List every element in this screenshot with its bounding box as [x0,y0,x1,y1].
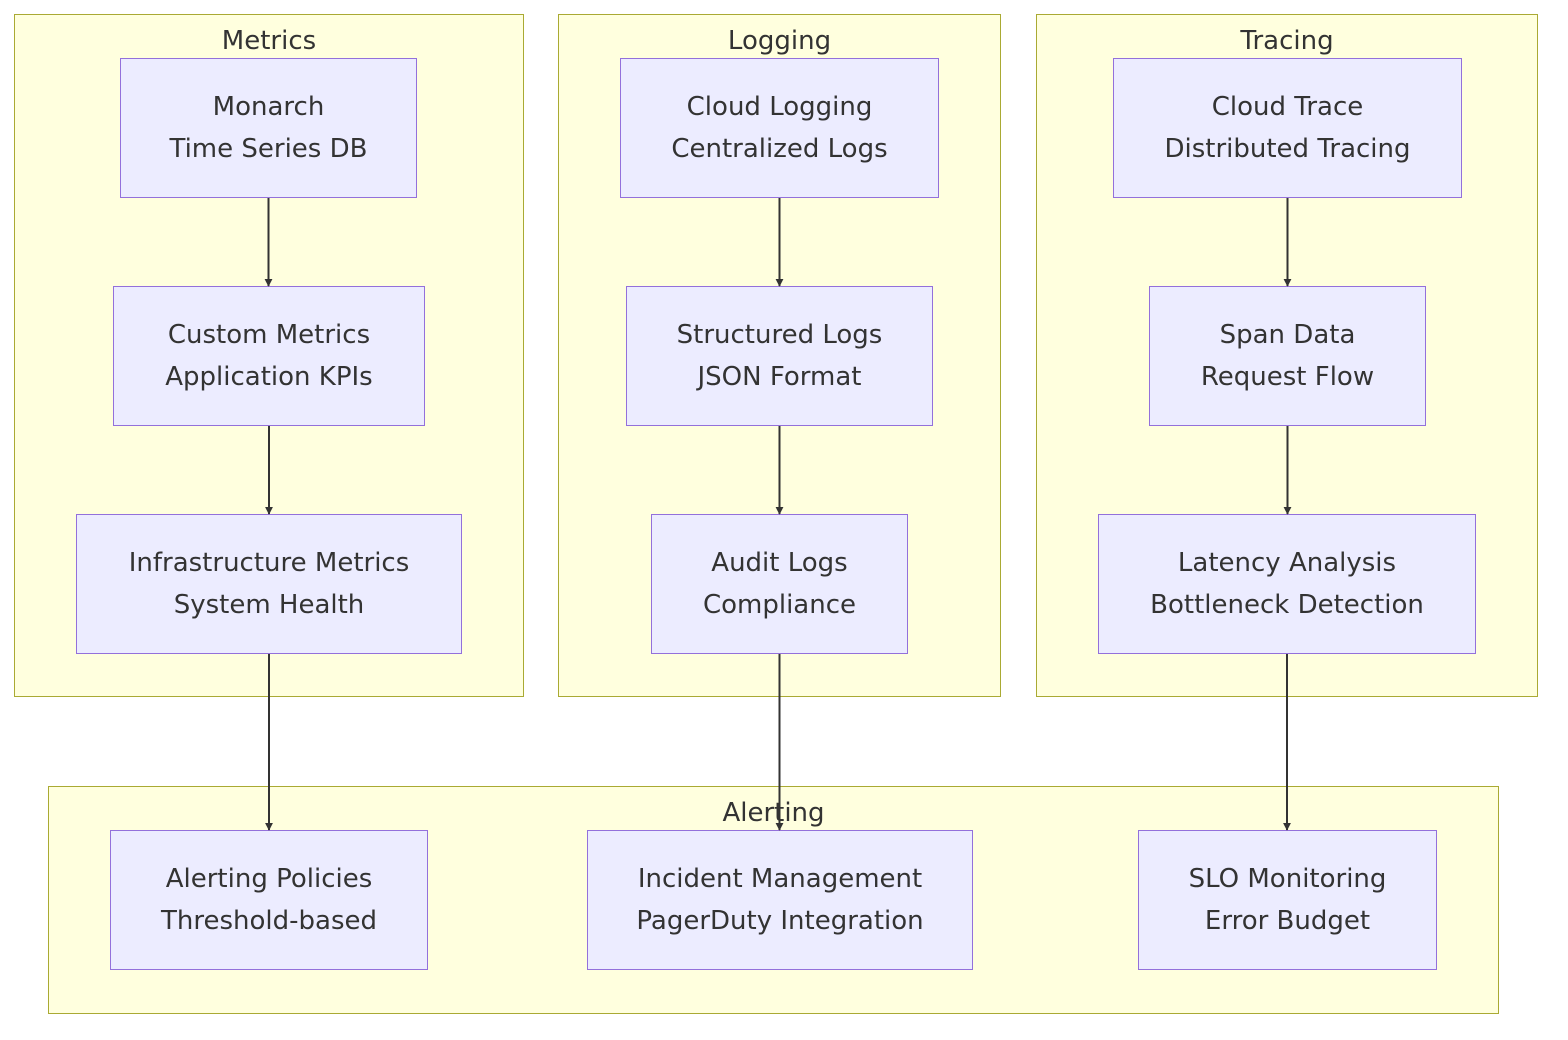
node-audit-logs: Audit Logs Compliance [651,514,908,654]
node-structured-logs: Structured Logs JSON Format [626,286,933,426]
node-incident-management-title: Incident Management [637,864,923,894]
node-slo-monitoring-title: SLO Monitoring [1188,864,1387,894]
node-latency-analysis-subtitle: Bottleneck Detection [1150,590,1424,620]
node-cloud-logging: Cloud Logging Centralized Logs [620,58,939,198]
node-audit-logs-subtitle: Compliance [702,590,857,620]
node-infrastructure-metrics-title: Infrastructure Metrics [128,548,410,578]
node-slo-monitoring-subtitle: Error Budget [1204,906,1371,936]
node-audit-logs-title: Audit Logs [711,548,848,578]
node-cloud-trace: Cloud Trace Distributed Tracing [1113,58,1462,198]
node-custom-metrics-title: Custom Metrics [167,320,371,350]
logging-cluster-title: Logging [727,26,832,56]
node-structured-logs-subtitle: JSON Format [697,362,862,392]
node-incident-management: Incident Management PagerDuty Integratio… [587,830,973,970]
node-monarch: Monarch Time Series DB [120,58,417,198]
tracing-cluster-title: Tracing [1240,26,1334,56]
node-span-data-title: Span Data [1219,320,1356,350]
node-alerting-policies-subtitle: Threshold-based [161,906,377,936]
node-slo-monitoring: SLO Monitoring Error Budget [1138,830,1437,970]
node-custom-metrics-subtitle: Application KPIs [165,362,373,392]
node-structured-logs-title: Structured Logs [676,320,883,350]
node-infrastructure-metrics: Infrastructure Metrics System Health [76,514,462,654]
node-latency-analysis-title: Latency Analysis [1177,548,1397,578]
node-cloud-trace-subtitle: Distributed Tracing [1164,134,1411,164]
node-monarch-title: Monarch [212,92,325,122]
node-monarch-subtitle: Time Series DB [169,134,368,164]
node-custom-metrics: Custom Metrics Application KPIs [113,286,425,426]
node-infrastructure-metrics-subtitle: System Health [173,590,365,620]
node-span-data: Span Data Request Flow [1149,286,1426,426]
node-cloud-trace-title: Cloud Trace [1211,92,1364,122]
node-cloud-logging-subtitle: Centralized Logs [671,134,888,164]
alerting-cluster-title: Alerting [722,798,825,828]
node-alerting-policies-title: Alerting Policies [165,864,373,894]
node-alerting-policies: Alerting Policies Threshold-based [110,830,428,970]
node-cloud-logging-title: Cloud Logging [686,92,873,122]
metrics-cluster-title: Metrics [221,26,317,56]
node-span-data-subtitle: Request Flow [1200,362,1375,392]
node-incident-management-subtitle: PagerDuty Integration [636,906,924,936]
node-latency-analysis: Latency Analysis Bottleneck Detection [1098,514,1476,654]
